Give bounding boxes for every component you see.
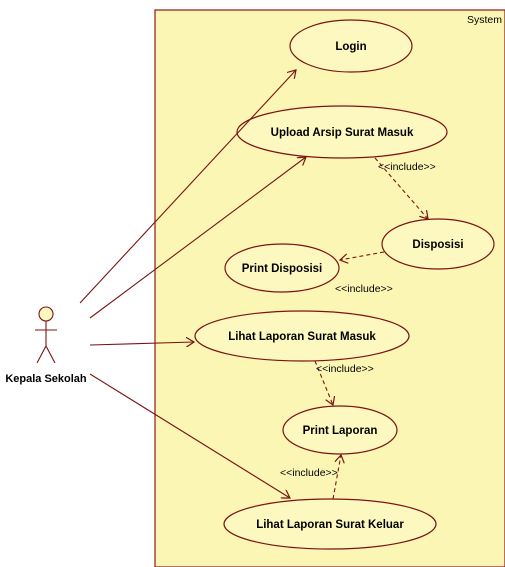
include-disposisi-print bbox=[340, 251, 385, 260]
use-case-login-label: Login bbox=[335, 41, 366, 53]
include-label-3: <<include>> bbox=[316, 363, 374, 375]
system-label: System bbox=[467, 14, 502, 26]
use-case-lihat-keluar-label: Lihat Laporan Surat Keluar bbox=[256, 519, 404, 531]
use-case-login[interactable]: Login bbox=[289, 19, 413, 73]
include-label-1: <<include>> bbox=[378, 161, 436, 173]
association-lihat-keluar bbox=[89, 373, 290, 498]
use-case-print-disposisi-label: Print Disposisi bbox=[242, 263, 323, 275]
use-case-upload-label: Upload Arsip Surat Masuk bbox=[271, 127, 414, 139]
include-label-2: <<include>> bbox=[335, 283, 393, 295]
use-case-lihat-masuk-label: Lihat Laporan Surat Masuk bbox=[228, 331, 376, 343]
association-lihat-masuk bbox=[89, 342, 194, 345]
use-case-print-laporan[interactable]: Print Laporan bbox=[282, 405, 398, 455]
use-case-lihat-laporan-surat-keluar[interactable]: Lihat Laporan Surat Keluar bbox=[223, 498, 437, 550]
association-login bbox=[79, 70, 296, 304]
include-label-4: <<include>> bbox=[280, 467, 338, 479]
include-lihat-keluar-print-laporan bbox=[332, 455, 341, 500]
use-case-print-disposisi[interactable]: Print Disposisi bbox=[224, 243, 340, 293]
actor-icon[interactable] bbox=[35, 306, 57, 364]
use-case-disposisi-label: Disposisi bbox=[412, 239, 463, 251]
association-upload bbox=[89, 157, 306, 319]
use-case-disposisi[interactable]: Disposisi bbox=[381, 218, 495, 270]
include-lihat-masuk-print-laporan bbox=[314, 360, 333, 405]
use-case-lihat-laporan-surat-masuk[interactable]: Lihat Laporan Surat Masuk bbox=[194, 310, 410, 362]
actor-label: Kepala Sekolah bbox=[5, 373, 87, 385]
use-case-print-laporan-label: Print Laporan bbox=[303, 425, 378, 437]
system-boundary bbox=[154, 9, 505, 567]
use-case-upload-arsip-surat-masuk[interactable]: Upload Arsip Surat Masuk bbox=[236, 105, 448, 159]
